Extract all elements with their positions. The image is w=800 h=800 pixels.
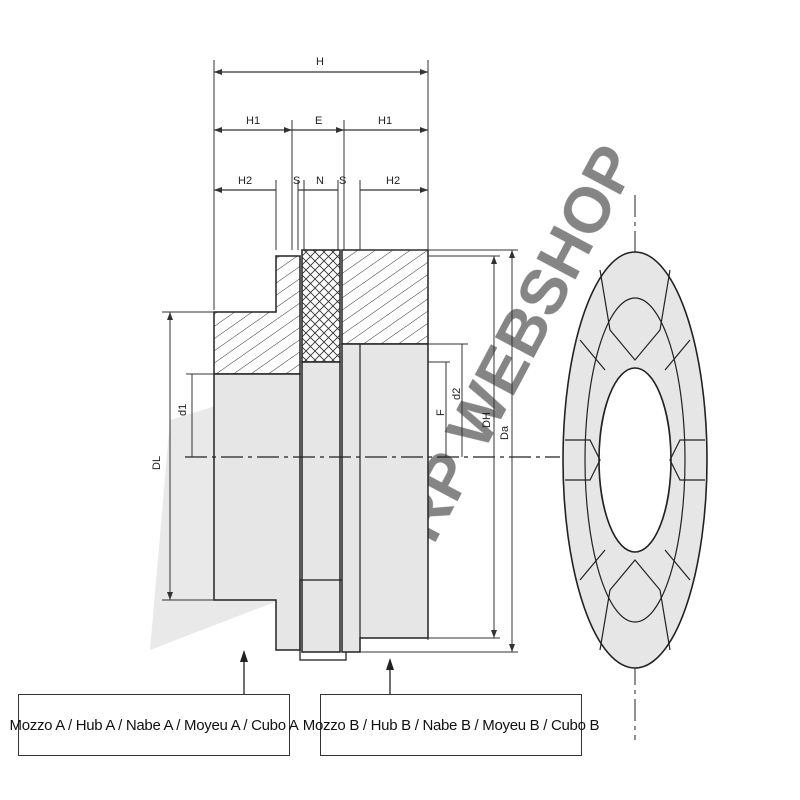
dim-da: Da	[499, 425, 511, 440]
hub-b-body	[341, 343, 429, 653]
dim-s-right: S	[339, 175, 346, 187]
dim-f: F	[435, 409, 447, 416]
dim-h2-right: H2	[386, 175, 400, 187]
dim-n: N	[316, 175, 324, 187]
hub-b-section	[341, 249, 429, 345]
dim-h1-right: H1	[378, 115, 392, 127]
dim-h: H	[316, 56, 324, 68]
hub-a-section	[213, 255, 301, 375]
dim-dl: DL	[151, 456, 163, 470]
dim-e: E	[315, 115, 322, 127]
dim-dh: DH	[481, 412, 493, 428]
hub-a	[213, 255, 301, 651]
dim-d1: d1	[177, 404, 189, 416]
dim-h2-left: H2	[238, 175, 252, 187]
dim-s-left: S	[293, 175, 300, 187]
dim-h1-left: H1	[246, 115, 260, 127]
spider	[299, 249, 347, 661]
hub-b-label: Mozzo B / Hub B / Nabe B / Moyeu B / Cub…	[303, 694, 600, 756]
dim-d2: d2	[451, 388, 463, 400]
hub-b	[341, 249, 429, 653]
spider-end-view	[562, 195, 708, 740]
hub-a-label: Mozzo A / Hub A / Nabe A / Moyeu A / Cub…	[10, 694, 299, 756]
